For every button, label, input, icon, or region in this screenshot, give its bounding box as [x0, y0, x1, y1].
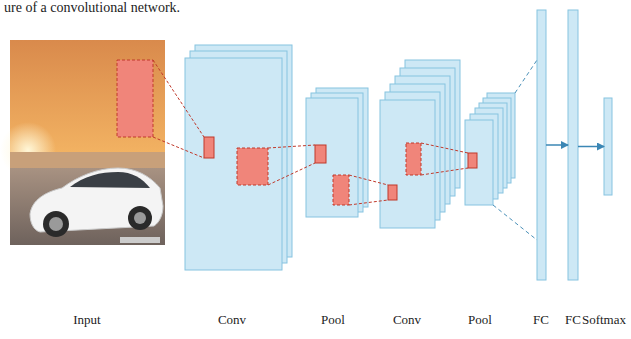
layer-label: FC: [565, 312, 581, 328]
layer-label: Conv: [393, 312, 421, 328]
layer-label: FC: [533, 312, 549, 328]
layer-label: Softmax: [582, 312, 626, 328]
layer-label: Pool: [321, 312, 345, 328]
receptive-field: [204, 137, 477, 205]
input-photo: [0, 40, 165, 245]
layer-block: Pool: [465, 120, 493, 205]
layer-block: FC: [568, 10, 578, 280]
feature-map-stack: [306, 88, 368, 217]
layer-label: Pool: [468, 312, 492, 328]
layer-block: Conv: [185, 58, 282, 270]
feature-map-stack: [465, 93, 515, 205]
receptive-field: [117, 60, 153, 137]
projection-line: [153, 60, 468, 205]
caption: ure of a convolutional network.: [4, 0, 180, 16]
layer-block: Conv: [380, 100, 435, 228]
layer-label: Conv: [218, 312, 246, 328]
feature-map-stack: [380, 60, 460, 228]
layer-block: Softmax: [604, 98, 612, 195]
feature-map-stack: [185, 45, 292, 270]
dense-layer: [537, 10, 612, 280]
layer-label: Input: [73, 312, 100, 328]
flow-arrow: [546, 144, 568, 146]
flow-arrow: [578, 146, 604, 148]
projection-line: [493, 60, 537, 240]
layer-block: Input: [10, 40, 165, 245]
layer-block: FC: [537, 10, 546, 280]
layer-block: Pool: [306, 98, 358, 217]
